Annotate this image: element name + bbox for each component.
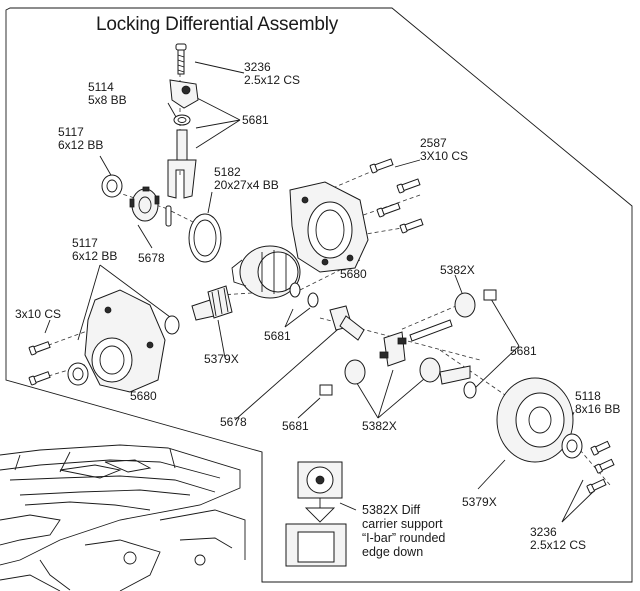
- part-desc: 3X10 CS: [420, 149, 469, 163]
- diagram-title: Locking Differential Assembly: [96, 14, 339, 35]
- inset-illustration: [285, 461, 357, 567]
- callout-5681-mid: 5681: [264, 329, 291, 343]
- housing-top: [289, 181, 369, 273]
- callout-5118: 5118 8x16 BB: [575, 390, 620, 416]
- callout-5681-low: 5681: [282, 419, 309, 433]
- callout-3x10: 3x10 CS: [15, 307, 62, 321]
- callout-5182: 5182 20x27x4 BB: [214, 166, 279, 192]
- shift-lever: [169, 79, 199, 109]
- callout-5382x-top: 5382X: [440, 263, 475, 277]
- callout-5678-hub: 5678: [138, 251, 165, 265]
- callout-5681-fork: 5681: [242, 113, 269, 127]
- callout-2587: 2587 3X10 CS: [420, 137, 468, 163]
- part-number: 2587: [420, 136, 447, 150]
- part-number: 5118: [575, 389, 601, 403]
- shim-2: [307, 292, 319, 308]
- part-number: 5117: [58, 125, 84, 139]
- callout-5114: 5114 5x8 BB: [88, 81, 127, 107]
- inset-note: 5382X Diff carrier support “I-bar” round…: [362, 503, 445, 559]
- bearing-5x8: [173, 114, 191, 126]
- part-desc: 20x27x4 BB: [214, 178, 279, 192]
- part-number: 5114: [88, 80, 114, 94]
- diff-carrier: [231, 245, 301, 299]
- callout-5379x-ring: 5379X: [462, 495, 497, 509]
- part-desc: 6x12 BB: [58, 138, 104, 152]
- pinion-gears: [344, 292, 476, 385]
- bearing-6x12-left: [164, 315, 180, 335]
- part-number: 3236: [244, 60, 271, 74]
- callout-5678-axle: 5678: [220, 415, 247, 429]
- callout-5117-top: 5117 6x12 BB: [58, 126, 103, 152]
- inset-note-line2: carrier support: [362, 517, 443, 531]
- bearing-8x16: [561, 433, 583, 459]
- bearing-20x27: [188, 213, 222, 263]
- inset-note-line4: edge down: [362, 545, 424, 559]
- part-desc: 8x16 BB: [575, 402, 621, 416]
- part-desc: 5x8 BB: [88, 93, 127, 107]
- part-desc: 2.5x12 CS: [530, 538, 587, 552]
- pin: [165, 205, 172, 227]
- locking-hub: [129, 186, 160, 222]
- shim-1: [289, 282, 301, 298]
- part-desc: 2.5x12 CS: [244, 73, 301, 87]
- chassis-sketch: [0, 444, 246, 591]
- callout-3236-top: 3236 2.5x12 CS: [244, 61, 300, 87]
- spider-shaft: [439, 365, 471, 385]
- i-bar: [379, 331, 407, 367]
- callout-5681-right: 5681: [510, 344, 537, 358]
- pin-long: [409, 319, 453, 342]
- part-desc: 6x12 BB: [72, 249, 118, 263]
- inset-note-line1: 5382X Diff: [362, 503, 421, 517]
- callout-5680-bottom: 5680: [130, 389, 157, 403]
- shift-fork: [167, 129, 197, 199]
- callout-5680-top: 5680: [340, 267, 367, 281]
- shim-block-top: [483, 289, 497, 301]
- shim-block-low: [319, 384, 333, 396]
- leader-lines: [44, 61, 596, 523]
- screws-3x10: [369, 158, 424, 234]
- part-number: 3236: [530, 525, 557, 539]
- bearing-6x12-mid: [67, 362, 89, 386]
- callout-3236-bottom: 3236 2.5x12 CS: [530, 526, 586, 552]
- bearing-6x12-top: [101, 174, 123, 198]
- screw-3236-top: [175, 43, 187, 75]
- callout-5379x-top: 5379X: [204, 352, 239, 366]
- ring-gear: [496, 377, 574, 463]
- callout-5382x-bottom: 5382X: [362, 419, 397, 433]
- callout-5117-mid: 5117 6x12 BB: [72, 237, 117, 263]
- part-number: 5182: [214, 165, 241, 179]
- screws-2-5x12: [586, 440, 615, 494]
- screws-3x10-left: [28, 341, 51, 386]
- shim-ring: [463, 381, 477, 399]
- housing-bottom: [84, 289, 166, 393]
- output-shaft: [191, 285, 233, 321]
- part-number: 5117: [72, 236, 98, 250]
- axle: [329, 305, 365, 341]
- inset-note-line3: “I-bar” rounded: [362, 531, 446, 545]
